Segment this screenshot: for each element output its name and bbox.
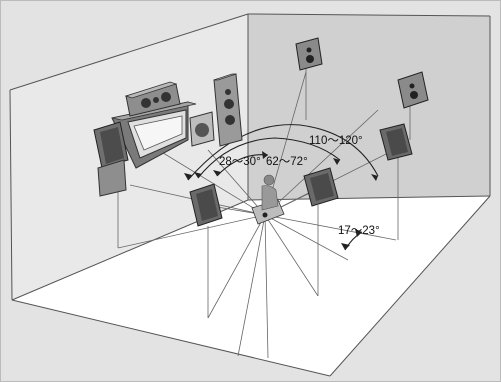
arc-arrowheads: [184, 151, 378, 250]
room-edges: [9, 13, 491, 377]
center-speaker: [124, 81, 181, 117]
left-wall-fill: [10, 14, 248, 300]
angle-label-rear: 110～120°: [309, 135, 363, 147]
center-woofer-left-icon: [141, 98, 151, 108]
front-left-speaker: [93, 121, 129, 197]
center-tweeter-icon: [153, 97, 159, 103]
front-right-tower-speaker: [213, 73, 243, 147]
surround-left-speaker: [189, 183, 223, 227]
listener-figure: [251, 174, 285, 225]
angle-label-center-surround: 28～30°: [219, 156, 261, 168]
rear-surround-right-speaker: [379, 123, 413, 161]
right-wall: [248, 14, 490, 200]
center-woofer-right-icon: [161, 92, 171, 102]
arc-front: [197, 137, 341, 179]
rear-high-speaker-left: [295, 37, 323, 71]
listener-center-point: [262, 212, 268, 218]
front-left-stand: [97, 159, 127, 197]
angle-label-front: 62～72°: [266, 156, 308, 168]
surround-right-speaker: [303, 167, 339, 207]
rear-high-speaker-right: [397, 71, 429, 109]
arc-rear: [187, 124, 379, 181]
angle-label-elevation: 17～23°: [338, 225, 380, 237]
listener-head: [263, 174, 275, 186]
listener-body: [261, 185, 279, 211]
subwoofer-cone-icon: [195, 123, 209, 137]
subwoofer: [189, 111, 215, 147]
